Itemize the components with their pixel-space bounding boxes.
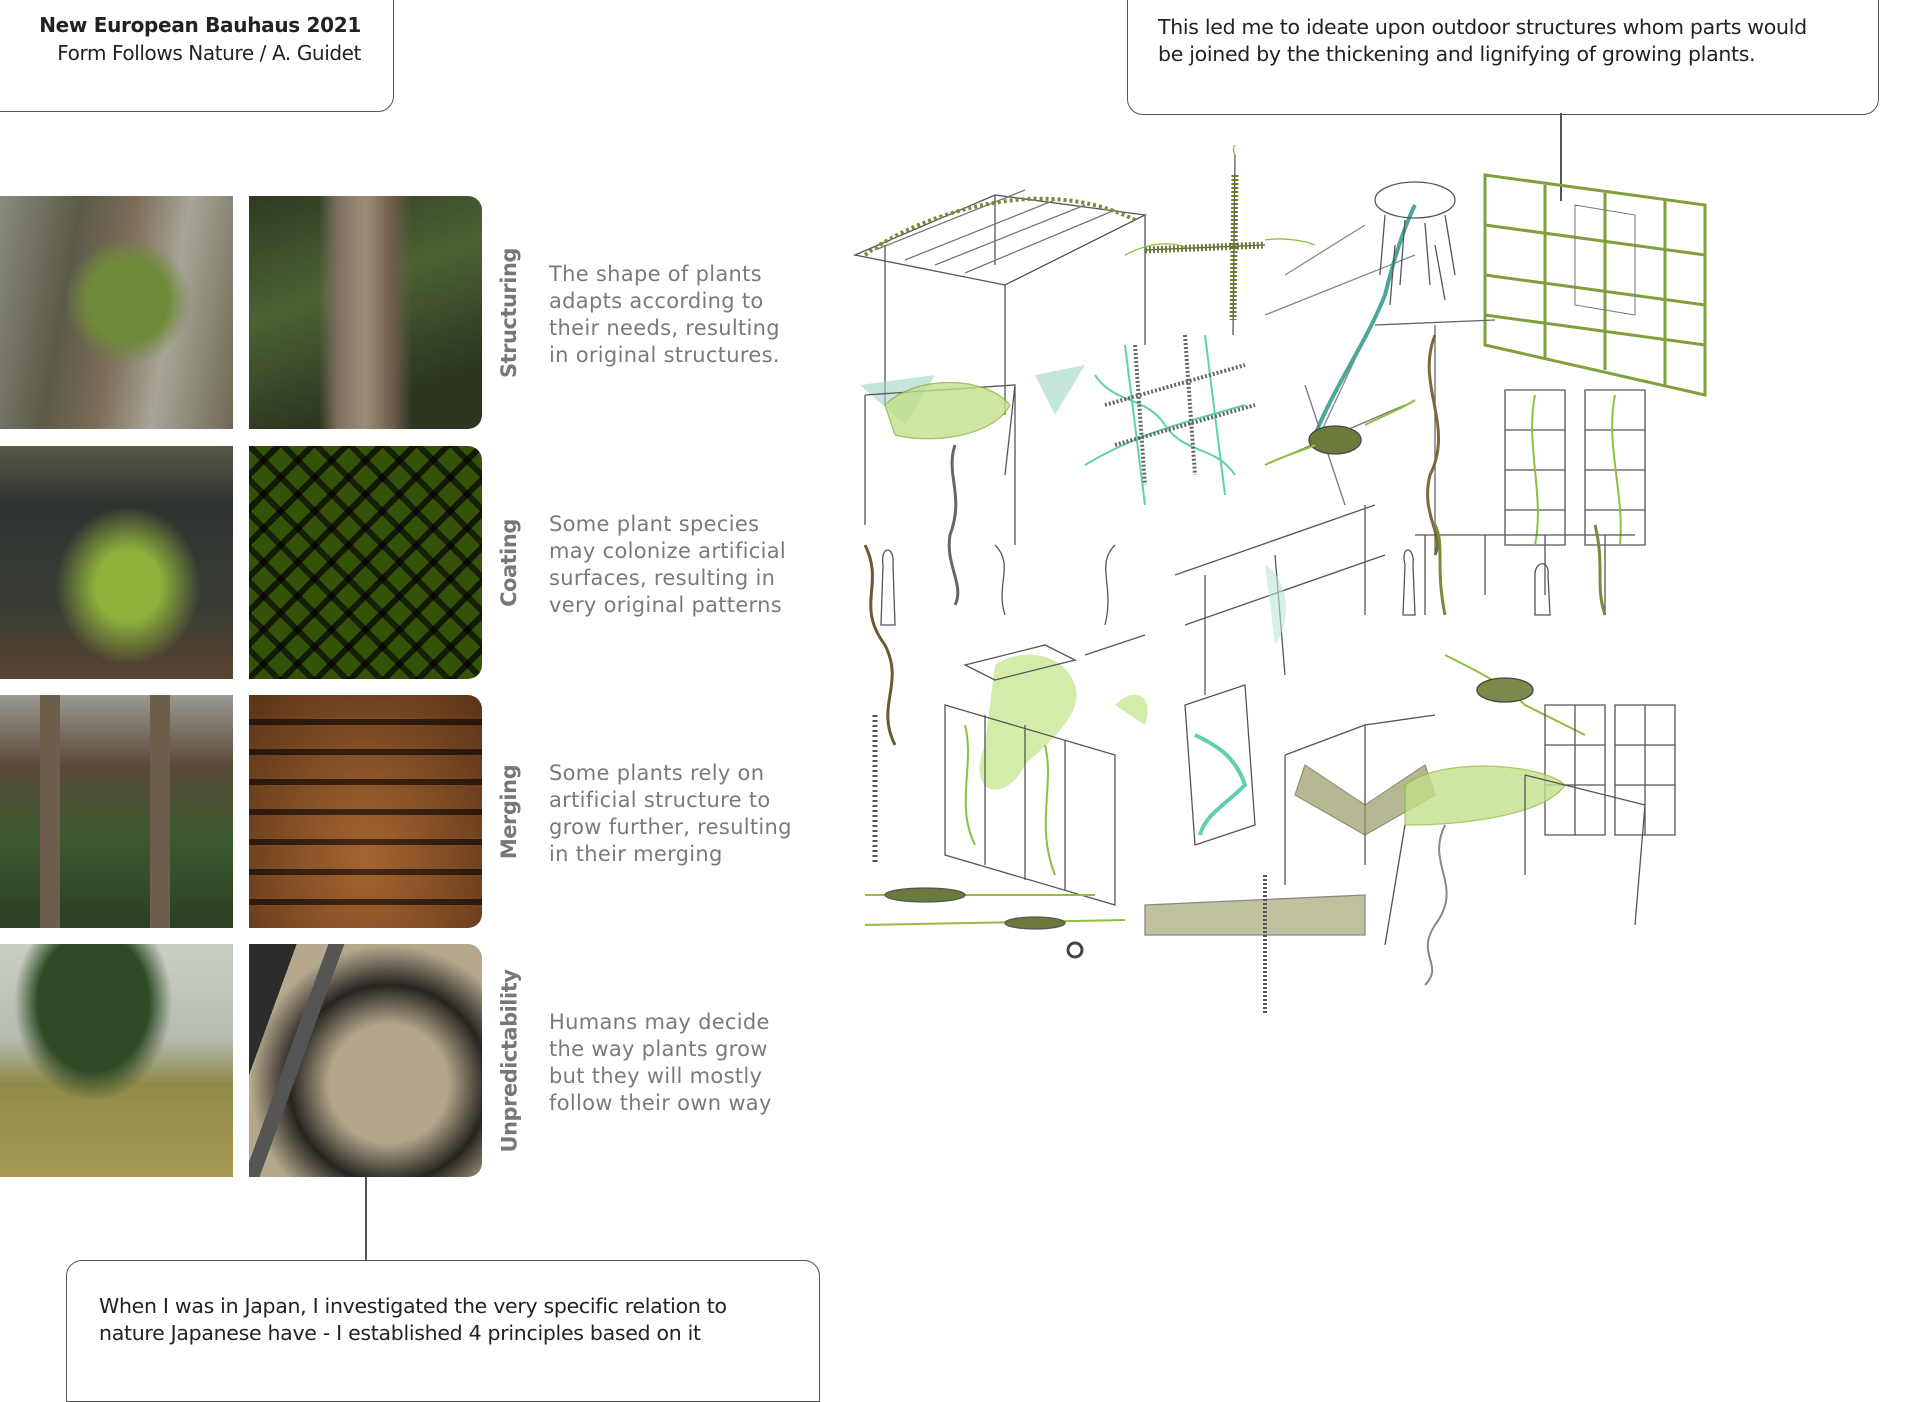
- idea-note-box: This led me to ideate upon outdoor struc…: [1127, 0, 1879, 115]
- sketch-grid-wall: [1483, 173, 1707, 397]
- connector-line: [365, 1177, 367, 1261]
- idea-note-text: This led me to ideate upon outdoor struc…: [1158, 15, 1807, 66]
- photo-twisted-trunk: [0, 196, 233, 429]
- sketch-root-cylinder: [1374, 181, 1456, 306]
- photo-spiral-vine: [249, 196, 482, 429]
- sketch-pergola: [852, 189, 1148, 425]
- principle-label: Structuring: [497, 247, 522, 378]
- photo-moss-brick-pattern: [249, 446, 482, 679]
- photo-wisteria-trellis: [0, 695, 233, 928]
- sketch-teal-chain: [1264, 204, 1417, 446]
- sketch-vine-bar: [864, 887, 1126, 959]
- sketch-plant-wall: [872, 704, 1116, 906]
- sketch-mesh-bar: [1144, 875, 1366, 1015]
- sketch-small-panels: [1544, 704, 1676, 836]
- sketch-hanging-swings: [1174, 504, 1635, 695]
- sketch-benches-grove: [863, 544, 1148, 790]
- page-title: New European Bauhaus 2021: [39, 13, 361, 37]
- principle-label: Coating: [497, 518, 522, 607]
- photo-supported-pine: [0, 944, 233, 1177]
- photo-merged-log-beams: [249, 695, 482, 928]
- photo-tree-through-structure: [249, 944, 482, 1177]
- principle-label: Merging: [497, 764, 521, 859]
- sketch-green-node: [1264, 384, 1416, 506]
- sketch-cross-joint: [1124, 145, 1316, 336]
- concept-sketches: [852, 145, 1707, 1015]
- sketch-trellis-panels: [1504, 389, 1646, 546]
- sketch-vine-tower: [1374, 319, 1496, 556]
- title-box: New European Bauhaus 2021 Form Follows N…: [0, 0, 394, 112]
- sketch-teal-lattice: [1084, 334, 1256, 506]
- page-subtitle: Form Follows Nature / A. Guidet: [57, 41, 361, 65]
- japan-note-box: When I was in Japan, I investigated the …: [66, 1260, 820, 1402]
- sketch-large-canopy: [1384, 765, 1646, 986]
- sketch-branch-node: [1444, 654, 1586, 736]
- sketch-canopy-roof: [864, 381, 1016, 626]
- photo-moss-wrapped-object: [0, 446, 233, 679]
- principle-label: Unpredictability: [497, 969, 522, 1152]
- sketch-teal-frame: [1184, 684, 1256, 846]
- japan-note-text: When I was in Japan, I investigated the …: [99, 1294, 727, 1345]
- connector-line: [1560, 113, 1562, 201]
